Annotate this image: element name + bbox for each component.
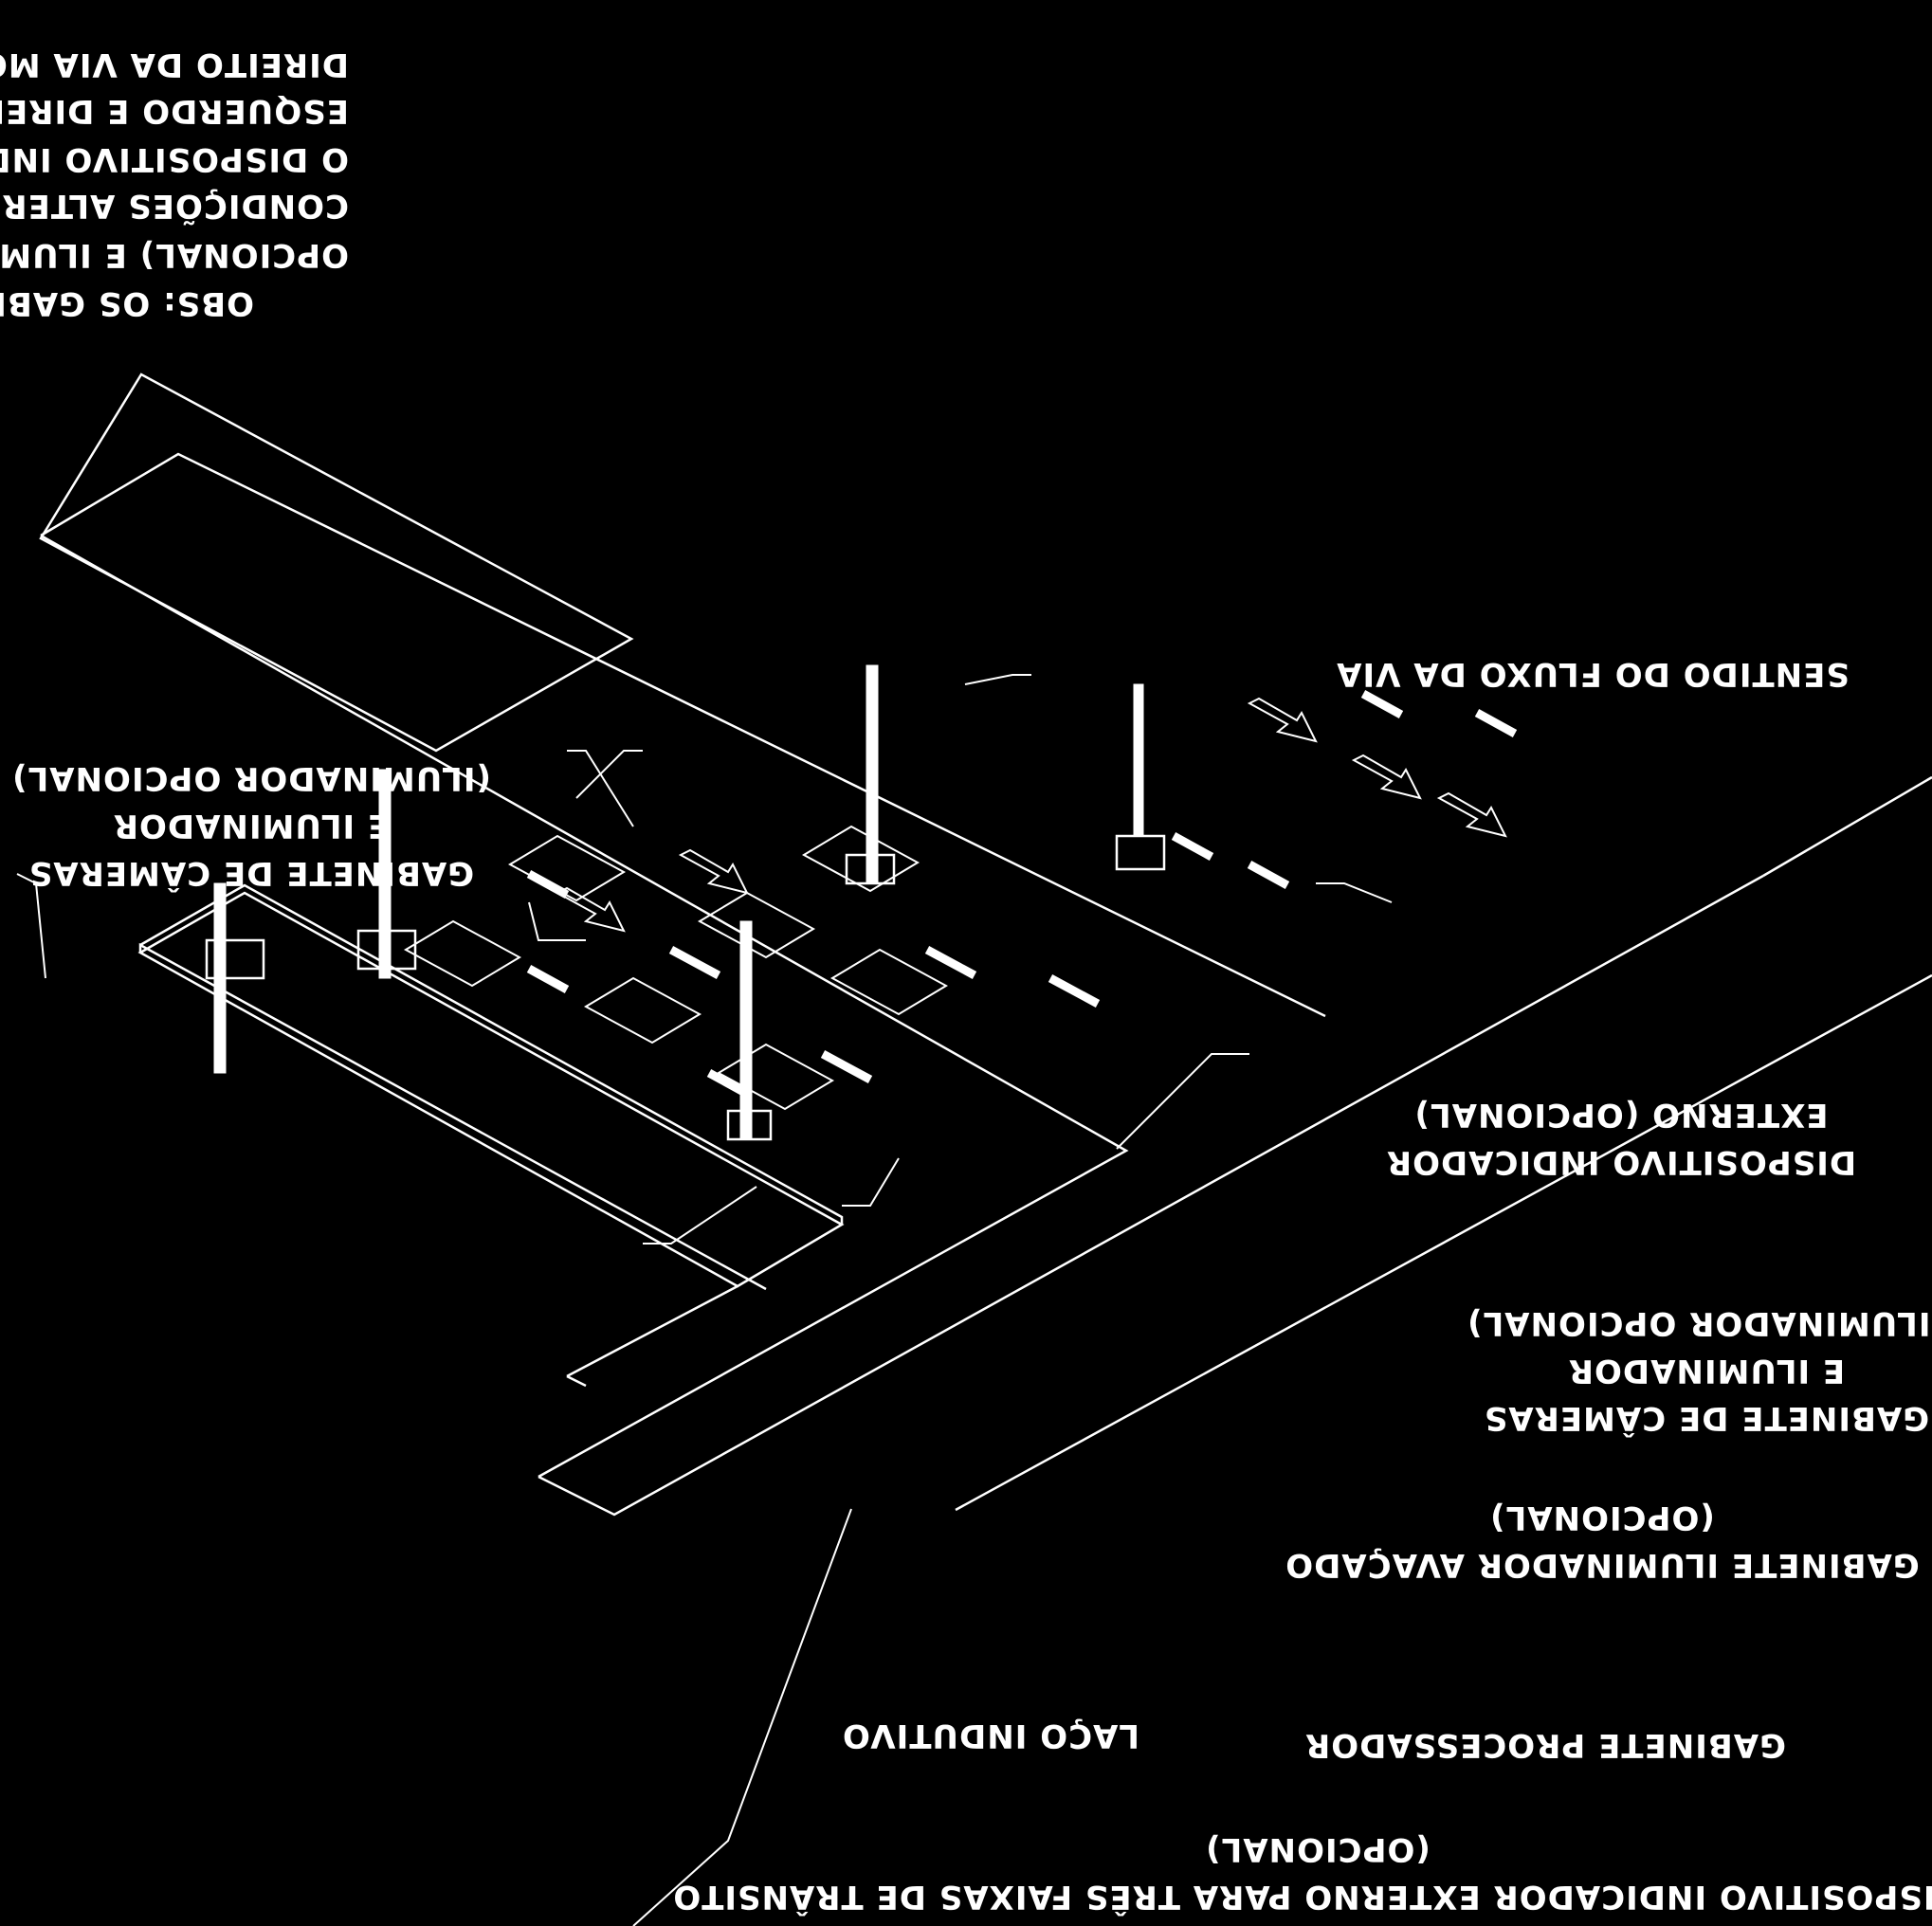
leader-lines <box>16 674 1393 1926</box>
note-line-1: OBS: OS GABINETES PROCESSADOR ACOPLADO, … <box>0 284 254 323</box>
note-line-2: OPCIONAL) E ILUMINADOR AVANÇADO (OPCIONA… <box>0 236 349 274</box>
road-base-plate <box>137 883 845 1388</box>
camera-cabinet-right-line-3: (ILUMINADOR OPCIONAL) <box>1467 1304 1932 1342</box>
notes-block: OBS: OS GABINETES PROCESSADOR ACOPLADO, … <box>0 45 349 323</box>
pole-near-cabinet <box>726 920 773 1141</box>
camera-cabinet-left-line-2: E ILUMINADOR <box>113 807 390 845</box>
indicator-device-line-2: EXTERNO (OPCIONAL) <box>1413 1096 1828 1134</box>
camera-cabinet-right-line-2: E ILUMINADOR <box>1568 1352 1845 1390</box>
note-line-4: O DISPOSITIVO INDICADOR EXTERNO (OPCIONA… <box>0 140 349 178</box>
inductive-loop-label: LAÇO INDUTIVO <box>842 1717 1139 1754</box>
pole-center <box>356 769 417 979</box>
callout-labels: SENTIDO DO FLUXO DA VIA GABINETE DE CÂME… <box>11 655 1932 1917</box>
note-line-6: DIREITO DA VIA MONITORADA. <box>0 45 349 83</box>
processor-cabinet-label: GABINETE PROCESSADOR <box>1304 1726 1786 1764</box>
road-far-section <box>39 372 634 753</box>
three-lane-indicator-line-1: DISPOSITIVO INDICADOR EXTERNO PARA TRÊS … <box>672 1878 1932 1917</box>
note-line-3: CONDIÇÕES ALTERNADAS OU DO MESMO LADO NA… <box>0 187 349 226</box>
note-line-5: ESQUERDO E DIREITO PARA INDICAR A VELOCI… <box>0 92 349 130</box>
three-lane-indicator-line-2: (OPCIONAL) <box>1205 1830 1431 1868</box>
advanced-illuminator-line-2: (OPCIONAL) <box>1489 1499 1715 1536</box>
road-main-surface <box>40 452 1932 1517</box>
pole-left-front <box>205 882 265 1074</box>
camera-cabinet-left-line-1: GABINETE DE CÂMERAS <box>28 854 474 893</box>
pole-right-back <box>1115 683 1166 871</box>
flow-arrows <box>555 697 1507 933</box>
advanced-illuminator-line-1: GABINETE ILUMINADOR AVAÇADO <box>1285 1546 1920 1584</box>
flow-direction-label: SENTIDO DO FLUXO DA VIA <box>1336 655 1850 693</box>
indicator-device-line-1: DISPOSITIVO INDICADOR <box>1386 1143 1856 1181</box>
pole-far <box>845 664 896 885</box>
camera-cabinet-left-line-3: (ILUMINADOR OPCIONAL) <box>11 759 491 797</box>
inductive-loops <box>403 825 949 1111</box>
camera-cabinet-right-line-1: GABINETE DE CÂMERAS <box>1484 1399 1929 1438</box>
lane-dashes <box>526 690 1518 1098</box>
